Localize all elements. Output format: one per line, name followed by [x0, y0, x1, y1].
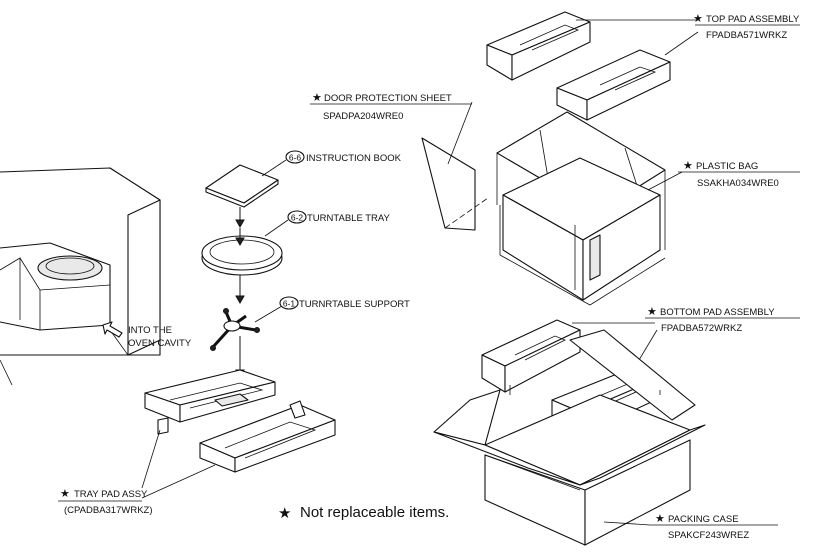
bottom-pad-star-icon: ★	[647, 306, 657, 318]
door-protection-sheet-drawing	[421, 137, 489, 231]
door-sheet-star-icon: ★	[312, 92, 322, 104]
plastic-bag-drawing	[496, 111, 666, 306]
instruction-book-ref: 6-6	[289, 153, 302, 163]
door-sheet-leader	[447, 101, 473, 165]
plastic-bag-star-icon: ★	[683, 160, 693, 172]
packing-case-star-icon: ★	[655, 513, 665, 525]
turntable-support-label: TURNRTABLE SUPPORT	[299, 299, 410, 310]
top-pad-drawing	[486, 11, 671, 121]
support-leader-line	[254, 305, 283, 323]
microwave-oven-drawing	[0, 167, 161, 386]
into-oven-arrow	[102, 321, 123, 338]
door-sheet-part-number: SPADPA204WRE0	[323, 111, 403, 122]
top-pad-star-icon: ★	[693, 13, 703, 25]
tray-pad-drawing	[144, 369, 336, 473]
oven-cavity-label-line1: INTO THE	[128, 325, 172, 336]
turntable-tray-ref-circle	[287, 210, 307, 224]
tray-pad-star-icon: ★	[60, 488, 70, 500]
plastic-bag-part-number: SSAKHA034WRE0	[697, 178, 779, 189]
oven-cavity-label-line2: OVEN CAVITY	[128, 338, 192, 349]
turntable-tray-ref: 6-2	[291, 213, 304, 223]
top-pad-leader-2	[664, 31, 699, 56]
turntable-tray-drawing	[201, 235, 283, 276]
turntable-support-ref-circle	[279, 296, 299, 310]
tray-pad-label: TRAY PAD ASSY	[74, 489, 148, 500]
turntable-support-ref: 6-1	[283, 299, 296, 309]
plastic-bag-label: PLASTIC BAG	[696, 161, 758, 172]
packing-case-label: PACKING CASE	[668, 514, 739, 525]
plastic-bag-leader	[647, 171, 683, 191]
packing-case-leader	[603, 521, 651, 526]
tray-pad-leader-2	[141, 464, 216, 499]
instruction-book-ref-circle	[285, 150, 305, 164]
door-sheet-label: DOOR PROTECTION SHEET	[324, 93, 452, 104]
note-text: Not replaceable items.	[300, 504, 449, 521]
top-pad-part-number: FPADBA571WRKZ	[706, 30, 787, 41]
packing-case-part-number: SPAKCF243WREZ	[668, 530, 749, 541]
turntable-support-drawing	[210, 308, 260, 351]
tray-arrow-head	[235, 237, 245, 247]
book-leader-line	[261, 159, 287, 177]
tray-leader-line	[264, 219, 289, 237]
instruction-book-drawing	[205, 164, 279, 208]
instruction-book-label: INSTRUCTION BOOK	[306, 153, 402, 164]
bottom-pad-label: BOTTOM PAD ASSEMBLY	[660, 307, 775, 318]
book-arrow-head	[235, 219, 245, 229]
tray-pad-part-number: (CPADBA317WRKZ)	[64, 505, 153, 516]
packing-case-drawing	[433, 329, 706, 546]
tray-pad-leader-1	[141, 429, 161, 489]
support-arrow-head	[235, 295, 245, 305]
top-pad-label: TOP PAD ASSEMBLY	[706, 14, 800, 25]
note-star-icon: ★	[278, 505, 291, 522]
bottom-pad-part-number: FPADBA572WRKZ	[661, 323, 742, 334]
turntable-tray-label: TURNTABLE TRAY	[307, 213, 391, 224]
